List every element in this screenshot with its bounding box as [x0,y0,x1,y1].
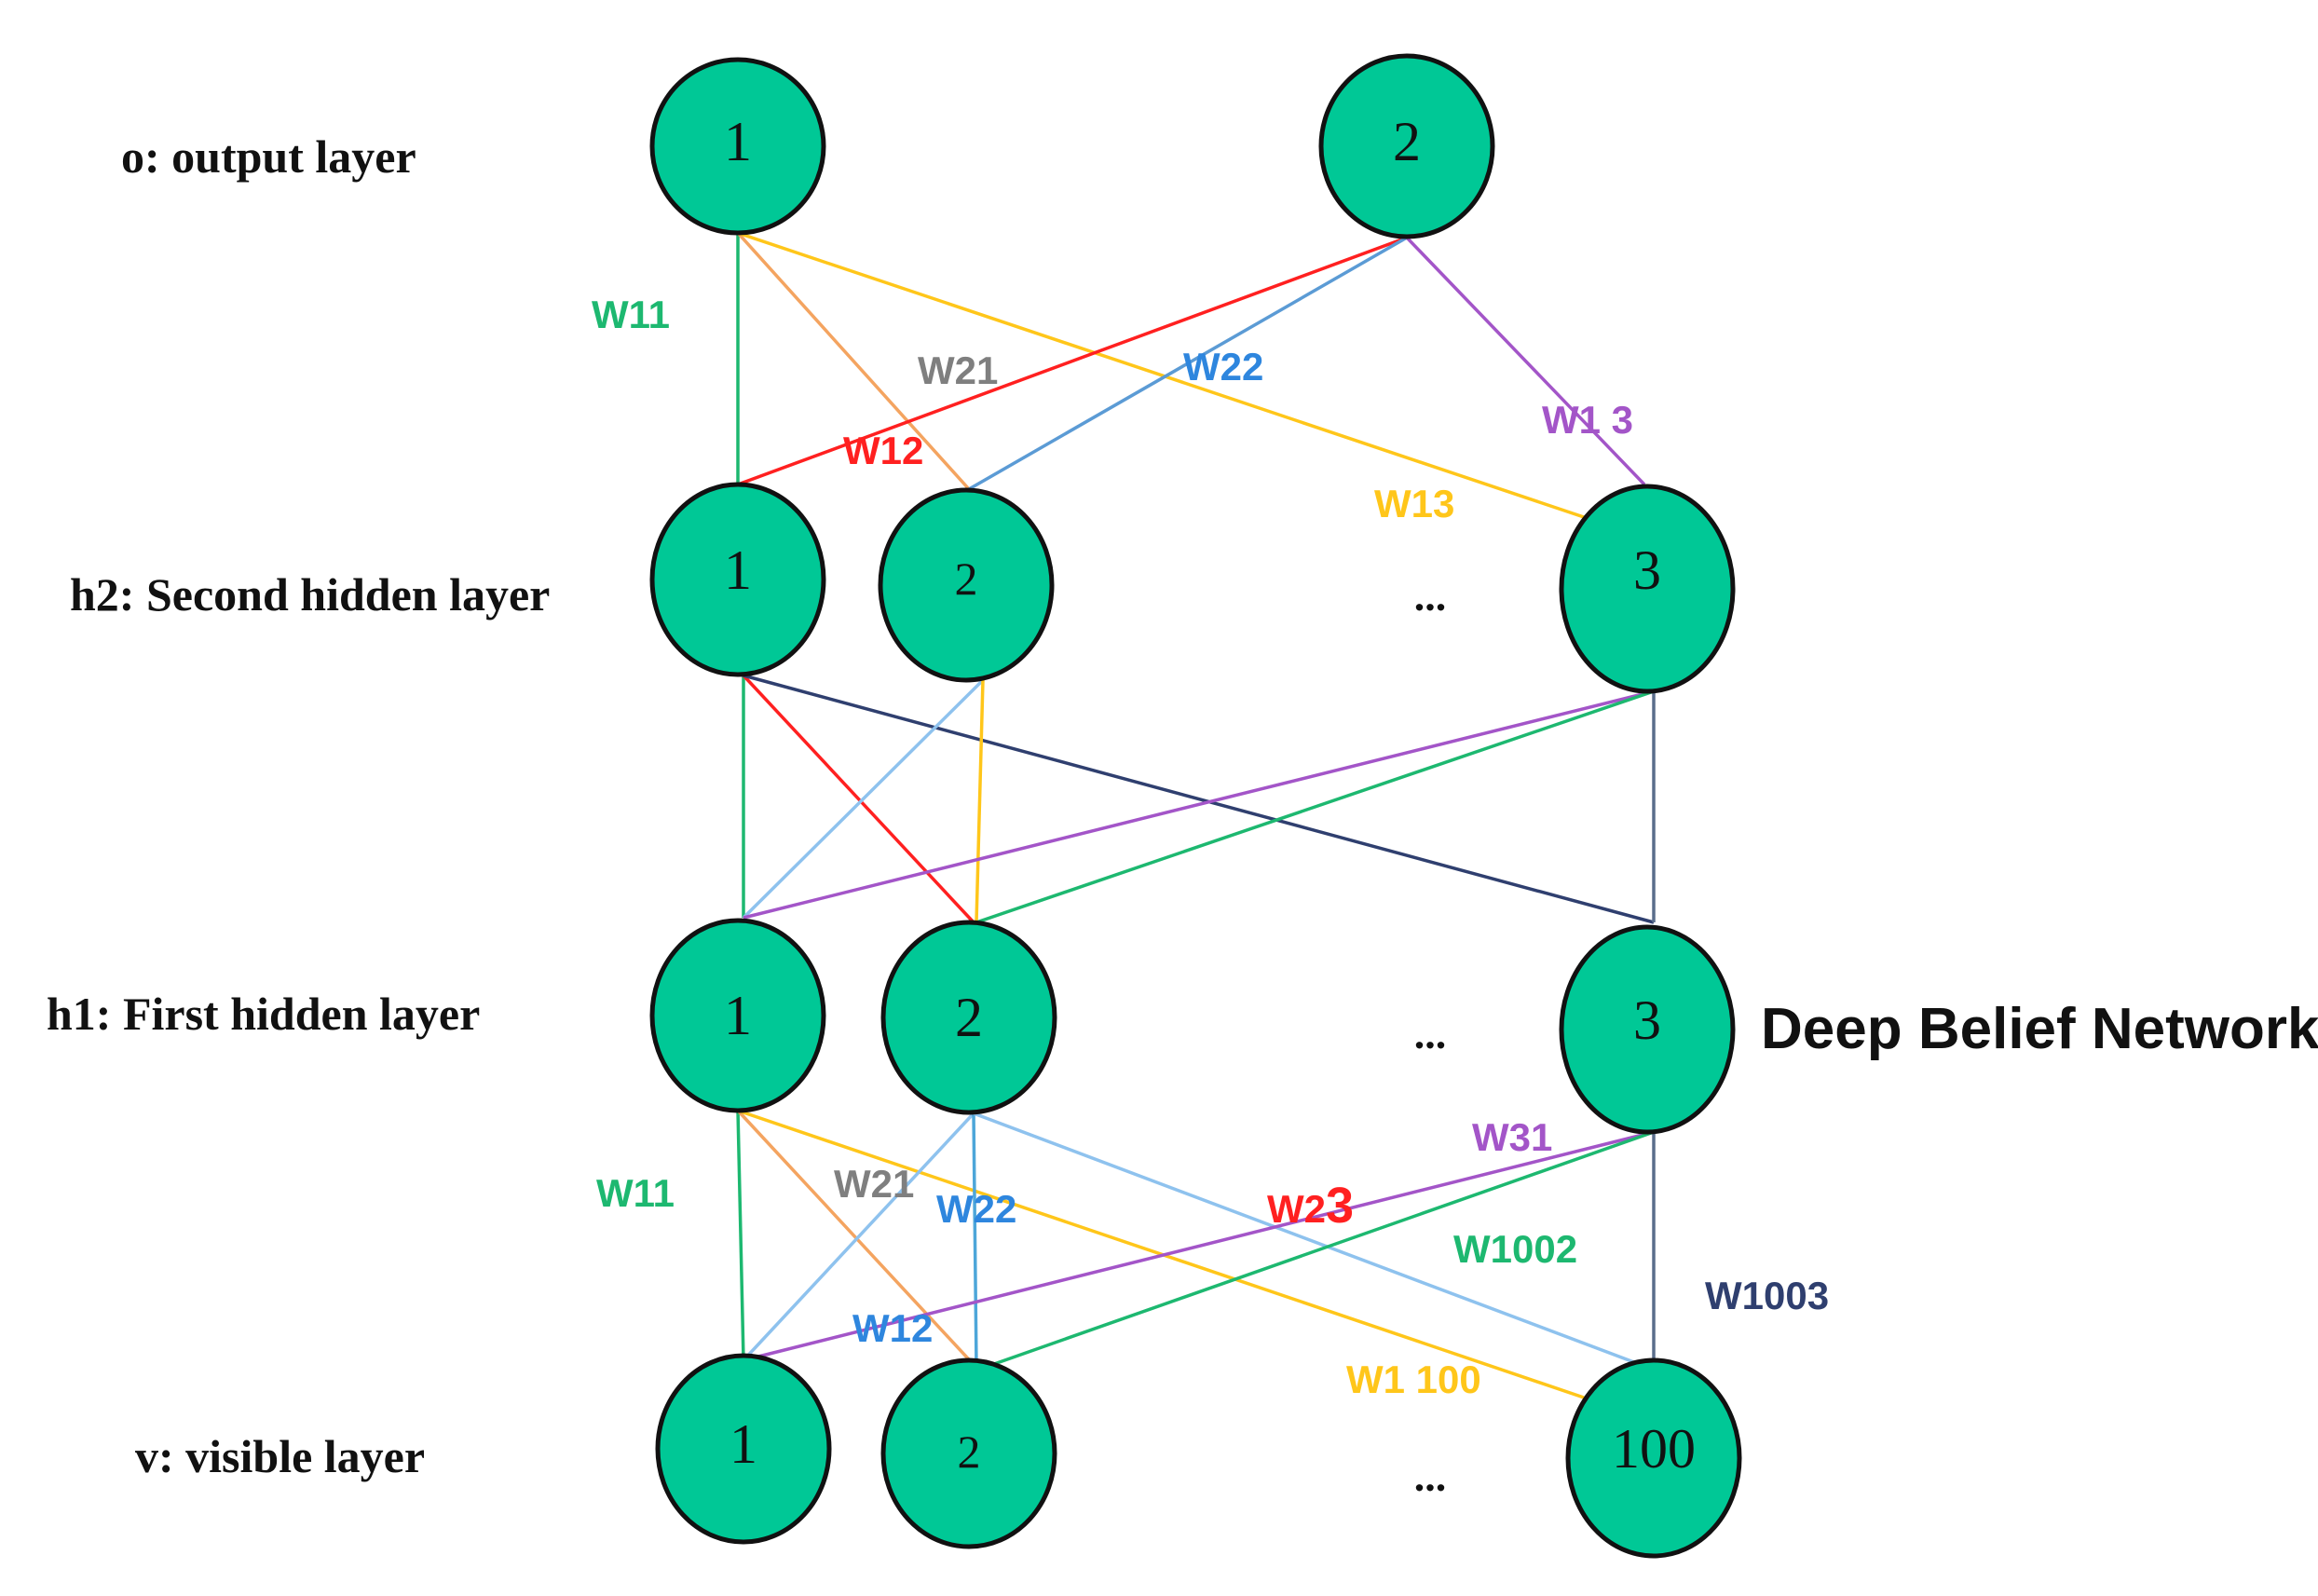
edge-label-w11-bottom: W11 [596,1171,675,1215]
edge-label-w1-3-top: W1 3 [1542,398,1633,442]
node-v-1: 1 [655,1353,832,1545]
node-h2-3: 3 [1559,484,1736,694]
node-o-2: 2 [1318,53,1495,239]
node-h1-2-label: 2 [955,987,983,1048]
edge-label-w21-bottom: W21 [834,1162,914,1206]
node-v-100: 100 [1565,1357,1742,1559]
layer-label-first-hidden: h1: First hidden layer [47,988,480,1040]
edge-label-w21-top: W21 [918,348,998,392]
node-v-2: 2 [880,1357,1057,1549]
edge-label-w12-top: W12 [843,429,923,472]
node-h1-3: 3 [1559,924,1736,1135]
second-hidden-layer-nodes: 1 2 3 ... [649,482,1736,694]
node-h1-1-label: 1 [724,985,752,1046]
output-layer-nodes: 1 2 [649,53,1495,239]
edge-label-w23-bottom: W23 [1267,1178,1354,1234]
layer-label-output: o: output layer [121,130,416,183]
edge-label-w13-top: W13 [1374,482,1454,525]
edge-h2n1-h1n2 [742,674,975,924]
edge-o2-h2n3 [1405,236,1646,486]
edge-h1n2-v100 [973,1112,1655,1371]
node-h1-2: 2 [880,920,1057,1115]
edge-labels-output-to-h2: W11 W21 W22 W12 W1 3 W13 [592,293,1633,525]
layer-label-visible: v: visible layer [135,1430,425,1482]
edge-labels-h1-to-visible: W11 W21 W22 W12 W31 W23 W1002 W1003 W1 1… [596,1115,1829,1401]
diagram-title: Deep Belief Network [1761,997,2318,1061]
edge-h1n2-v1 [742,1112,975,1362]
ellipsis-h1: ... [1414,1010,1447,1057]
node-h2-2-label: 2 [955,552,978,605]
layer-labels: o: output layer h2: Second hidden layer … [47,130,550,1482]
edge-h2n1-h1n3 [743,674,1655,924]
edge-o1-h2n2 [736,231,971,491]
edge-label-w1002-bottom: W1002 [1453,1227,1577,1271]
edge-h1n3-v2 [977,1130,1655,1371]
edge-label-w22-bottom: W22 [936,1187,1016,1231]
visible-layer-nodes: 1 2 100 ... [655,1353,1742,1559]
node-o-1-label: 1 [724,111,752,172]
edge-h2n2-h1n2 [975,679,985,923]
edge-h2n3-h1n1 [743,689,1655,920]
edge-h1n1-v2 [736,1109,980,1371]
node-h2-1-label: 1 [724,539,752,601]
edges-h2-to-h1 [742,674,1656,924]
node-h1-1: 1 [649,918,826,1113]
edge-o2-h2n1 [737,236,1408,486]
node-o-1: 1 [649,57,826,236]
edge-label-w23-suffix: 3 [1326,1178,1354,1234]
edge-label-w11-top: W11 [592,293,670,336]
node-v-2-label: 2 [958,1425,981,1478]
ellipsis-h2: ... [1414,572,1447,620]
node-v-1-label: 1 [729,1413,757,1475]
edge-label-w23-prefix: W2 [1267,1187,1326,1231]
first-hidden-layer-nodes: 1 2 3 ... [649,918,1736,1135]
edge-h1n1-v1 [736,1110,745,1361]
edge-h2n3-h1n2 [975,689,1655,924]
edge-h1n2-v2 [972,1112,978,1369]
edges-h1-to-visible [736,1109,1656,1399]
layer-label-second-hidden: h2: Second hidden layer [70,568,550,621]
node-h1-3-label: 3 [1633,989,1661,1051]
node-h2-2: 2 [878,487,1055,683]
edge-label-w1-100-bottom: W1 100 [1346,1357,1481,1401]
edge-label-w22-top: W22 [1183,345,1263,389]
edge-h1n3-v1 [743,1130,1655,1362]
edge-h2n2-h1n1 [742,678,985,920]
edge-label-w1003-bottom: W1003 [1705,1274,1829,1317]
edges-output-to-h2 [736,231,1646,519]
node-h2-1: 1 [649,482,826,677]
node-v-100-label: 100 [1612,1418,1696,1480]
ellipsis-v: ... [1414,1453,1447,1500]
edge-o1-h2n3 [737,231,1585,519]
node-h2-3-label: 3 [1633,539,1661,601]
edge-label-w12-bottom: W12 [852,1306,933,1350]
edge-o2-h2n2 [968,236,1408,491]
node-o-2-label: 2 [1393,111,1421,172]
edge-label-w31-bottom: W31 [1472,1115,1552,1159]
